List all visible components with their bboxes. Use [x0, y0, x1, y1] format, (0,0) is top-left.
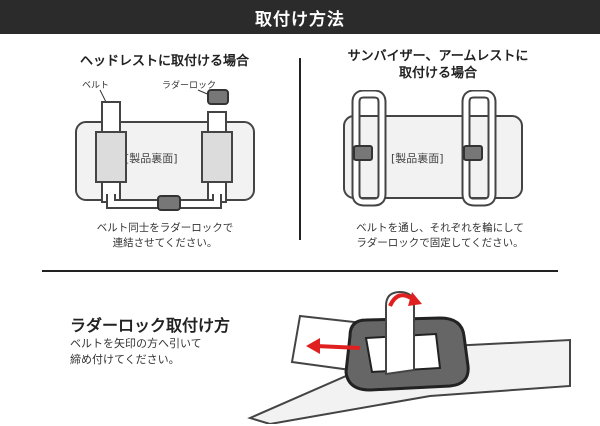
headrest-caption-line2: 連結させてください。 — [112, 237, 218, 249]
sunvisor-heading-line2: 取付ける場合 — [398, 66, 477, 81]
vertical-divider — [299, 58, 301, 240]
ladder-desc-line2: 締め付けてください。 — [70, 353, 180, 366]
page-header: 取付け方法 — [0, 0, 600, 34]
ladder-lock-illustration — [247, 290, 571, 424]
right-loop-lock-icon — [463, 145, 483, 161]
ladder-desc: ベルトを矢印の方へ引いて 締め付けてください。 — [70, 336, 202, 368]
sunvisor-panel-label: [製品裏面] — [391, 152, 444, 165]
page-title: 取付け方法 — [255, 9, 345, 30]
headrest-heading: ヘッドレストに取付ける場合 — [80, 54, 250, 69]
right-belt-pad — [201, 131, 233, 183]
sunvisor-caption-line1: ベルトを通し、それぞれを輪にして — [356, 222, 524, 234]
sunvisor-caption: ベルトを通し、それぞれを輪にして ラダーロックで固定してください。 — [325, 221, 555, 251]
sunvisor-illustration — [343, 90, 523, 207]
headrest-caption: ベルト同士をラダーロックで 連結させてください。 — [80, 221, 250, 251]
left-belt-pad — [95, 131, 127, 183]
top-ladder-lock-icon — [207, 89, 229, 105]
ladder-heading: ラダーロック取付け方 — [70, 316, 231, 335]
horizontal-divider — [42, 270, 558, 272]
belt-label: ベルト — [82, 81, 110, 91]
bottom-ladder-lock-icon — [157, 195, 181, 211]
pull-left-arrow-icon — [315, 344, 361, 350]
sunvisor-caption-line2: ラダーロックで固定してください。 — [356, 237, 524, 249]
ladder-desc-line1: ベルトを矢印の方へ引いて — [70, 337, 202, 350]
headrest-caption-line1: ベルト同士をラダーロックで — [96, 222, 234, 234]
product-back-panel-2 — [343, 115, 523, 199]
sunvisor-heading: サンバイザー、アームレストに 取付ける場合 — [318, 48, 558, 82]
ladder-lock-label: ラダーロック — [162, 81, 217, 91]
left-loop-lock-icon — [353, 145, 373, 161]
headrest-panel-label: [製品裏面] — [125, 152, 178, 165]
sunvisor-heading-line1: サンバイザー、アームレストに — [347, 49, 529, 64]
headrest-illustration — [75, 89, 255, 211]
